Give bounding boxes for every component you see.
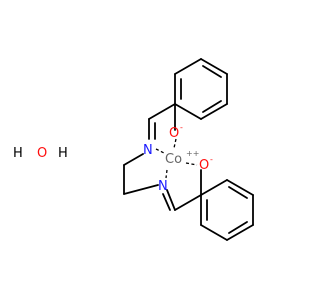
cobalt-label: Co: [165, 152, 182, 167]
upper-imine-link: [148, 103, 176, 140]
water-h1: H: [13, 146, 23, 161]
coordination-bonds: [155, 138, 198, 179]
oxygen-1-label: O: [169, 126, 179, 141]
nitrogen-1-label: N: [143, 143, 153, 158]
oxygen-1-charge: -: [180, 123, 183, 132]
molecule-diagram: H O H: [13, 58, 254, 241]
water-molecule: H O H: [13, 146, 68, 161]
oxygen-2-label: O: [199, 158, 209, 173]
ethylene-bridge: [123, 153, 159, 195]
water-o: O: [37, 146, 47, 161]
lower-phenolate-ring: [200, 179, 254, 241]
water-h2: H: [58, 146, 68, 161]
atom-labels: N N Co ++ O - O -: [143, 123, 213, 194]
upper-phenolate-ring: [174, 58, 228, 120]
cobalt-charge: ++: [186, 149, 199, 158]
oxygen-2-charge: -: [210, 155, 213, 164]
nitrogen-2-label: N: [158, 179, 168, 194]
lower-imine-link: [162, 169, 202, 211]
